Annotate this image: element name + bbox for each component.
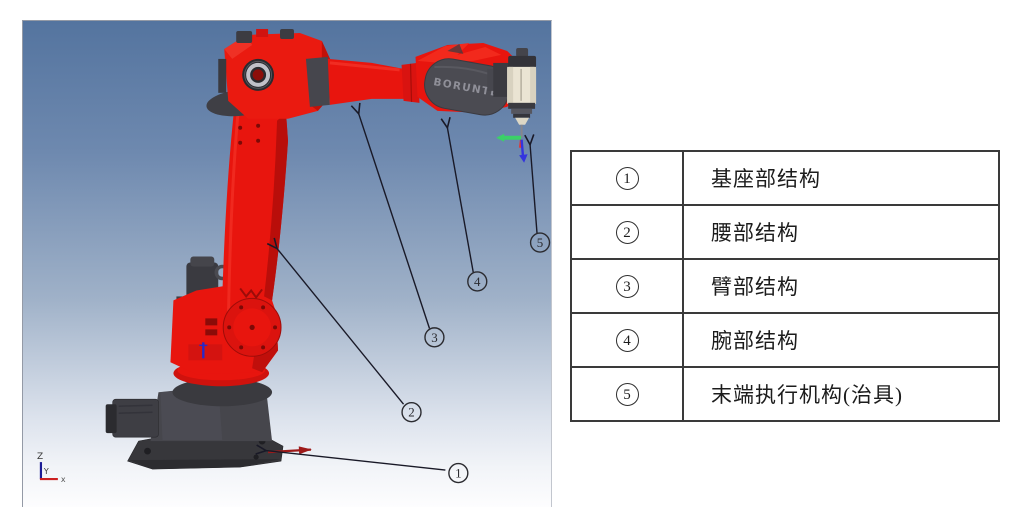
tool-frame-axes [496, 133, 528, 163]
row-number-badge: 2 [615, 220, 639, 244]
callout-2-arrow [266, 237, 405, 405]
row-number-badge: 4 [615, 328, 639, 352]
row-number-badge: 1 [615, 166, 639, 190]
robot-3d-viewport: BORUNTE [22, 20, 552, 507]
robot-base [105, 378, 284, 470]
callout-1-arrow [255, 444, 446, 471]
robot-arm-illustration: BORUNTE [105, 28, 537, 470]
callout-3-arrow [350, 102, 431, 329]
callout-4-arrow [440, 116, 474, 273]
table-row: 3 臂部结构 [570, 258, 1000, 314]
svg-text:2: 2 [408, 405, 414, 420]
robot-elbow [206, 28, 332, 119]
robot-tool-mount [487, 62, 512, 97]
row-label: 腕部结构 [711, 329, 799, 353]
svg-text:1: 1 [455, 466, 461, 481]
row-label: 腰部结构 [711, 221, 799, 245]
origin-triad: Z Y x [37, 452, 66, 484]
table-row: 2 腰部结构 [570, 204, 1000, 260]
svg-text:4: 4 [474, 274, 481, 289]
svg-text:3: 3 [431, 330, 437, 345]
row-number-badge: 3 [615, 274, 639, 298]
elbow-motor-hub [242, 58, 275, 91]
triad-x-label: x [61, 475, 66, 484]
callout-4-badge: 4 [467, 271, 488, 292]
callout-3-badge: 3 [424, 327, 445, 348]
parts-table: 1 基座部结构 2 腰部结构 3 臂部结构 4 腕部结构 5 末端执行机构(治具… [570, 150, 1000, 422]
robot-diagram-svg: BORUNTE [23, 21, 551, 507]
tool-axis-blue-arrow [520, 139, 525, 158]
table-row: 4 腕部结构 [570, 312, 1000, 368]
spindle-tool [507, 47, 537, 138]
row-label: 臂部结构 [711, 275, 799, 299]
callout-2-badge: 2 [401, 402, 422, 423]
row-label: 基座部结构 [711, 167, 821, 191]
row-label: 末端执行机构(治具) [711, 383, 903, 407]
table-row: 1 基座部结构 [570, 150, 1000, 206]
callout-1-badge: 1 [448, 462, 469, 484]
shoulder-joint [222, 297, 282, 357]
triad-y-label: Y [43, 467, 49, 476]
triad-z-label: Z [37, 452, 43, 462]
row-number-badge: 5 [615, 382, 639, 406]
callout-5-arrow [524, 134, 538, 234]
svg-text:5: 5 [537, 235, 543, 250]
waist-axis-marker [199, 342, 208, 359]
callout-5-badge: 5 [529, 232, 551, 253]
callout-arrows [255, 102, 538, 471]
table-row: 5 末端执行机构(治具) [570, 366, 1000, 422]
robot-upper-arm [305, 56, 420, 107]
callout-labels: 1 2 3 4 5 [401, 232, 551, 484]
robot-lower-arm [221, 90, 288, 357]
